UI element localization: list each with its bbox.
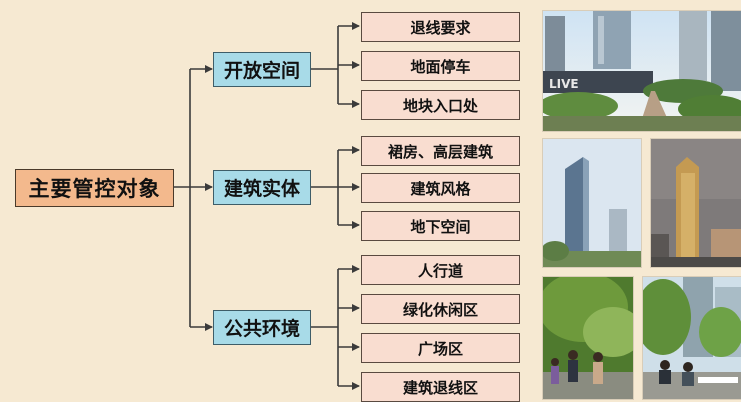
svg-text:LIVE: LIVE bbox=[549, 77, 579, 91]
leaf-node: 广场区 bbox=[361, 333, 520, 363]
root-node: 主要管控对象 bbox=[15, 169, 174, 207]
office-tower-photo-2 bbox=[650, 138, 741, 268]
park-pedestrians-photo bbox=[542, 276, 634, 400]
leaf-node: 裙房、高层建筑 bbox=[361, 136, 520, 166]
leaf-node: 地下空间 bbox=[361, 211, 520, 241]
leaf-node: 建筑退线区 bbox=[361, 372, 520, 402]
leaf-node: 地块入口处 bbox=[361, 90, 520, 120]
plaza-seating-photo bbox=[642, 276, 741, 400]
leaf-node: 绿化休闲区 bbox=[361, 294, 520, 324]
office-tower-photo-1 bbox=[542, 138, 642, 268]
leaf-node: 退线要求 bbox=[361, 12, 520, 42]
category-node-public-env: 公共环境 bbox=[213, 310, 311, 345]
leaf-node: 建筑风格 bbox=[361, 173, 520, 203]
street-boulevard-photo: LIVE bbox=[542, 10, 741, 132]
leaf-node: 人行道 bbox=[361, 255, 520, 285]
category-node-building: 建筑实体 bbox=[213, 170, 311, 205]
category-node-open-space: 开放空间 bbox=[213, 52, 311, 87]
leaf-node: 地面停车 bbox=[361, 51, 520, 81]
